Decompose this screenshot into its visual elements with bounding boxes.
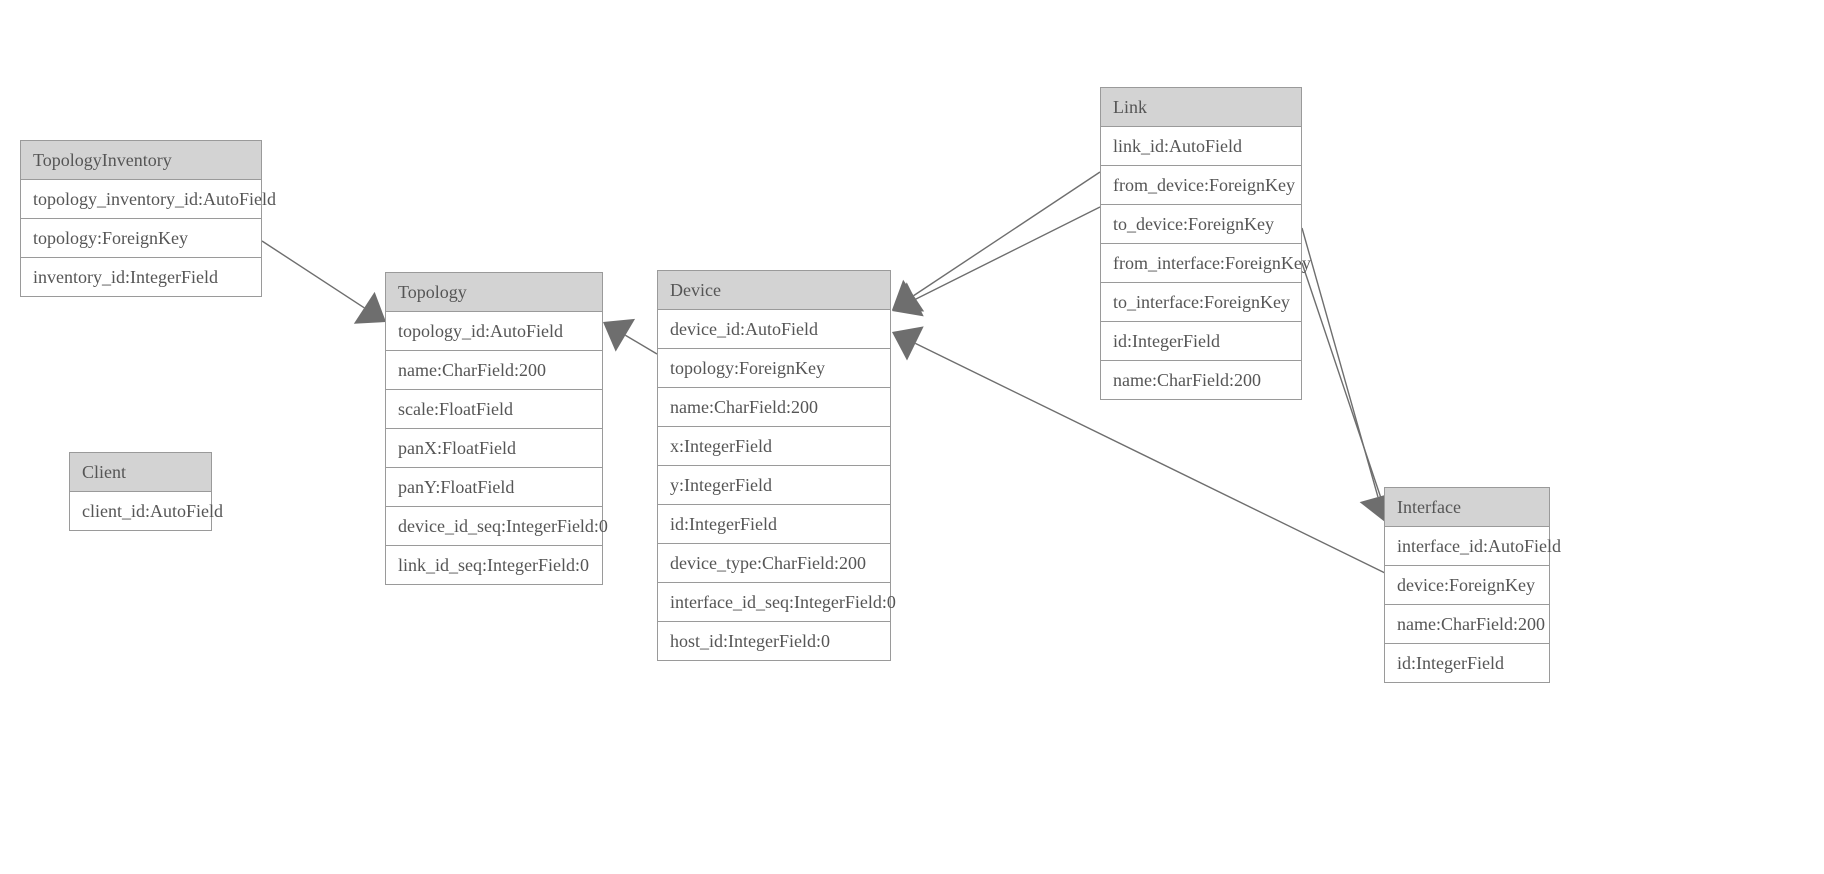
entity-title-topology: Topology: [386, 273, 602, 312]
field-row: from_device:ForeignKey: [1101, 166, 1301, 205]
field-row: id:IntegerField: [658, 505, 890, 544]
field-row: topology:ForeignKey: [658, 349, 890, 388]
field-row: device_id:AutoField: [658, 310, 890, 349]
field-row: name:CharField:200: [1101, 361, 1301, 399]
relationship-arrowhead: [603, 318, 636, 352]
field-row: link_id_seq:IntegerField:0: [386, 546, 602, 584]
relationship-link-to-device: [892, 206, 1101, 317]
entity-title-interface: Interface: [1385, 488, 1549, 527]
entity-title-device: Device: [658, 271, 890, 310]
field-row: name:CharField:200: [658, 388, 890, 427]
entity-title-client: Client: [70, 453, 211, 492]
relationship-arrowhead: [892, 279, 925, 312]
relationship-line: [261, 240, 365, 309]
relationship-line: [913, 171, 1101, 297]
field-row: topology_inventory_id:AutoField: [21, 180, 276, 219]
field-row: to_interface:ForeignKey: [1101, 283, 1301, 322]
field-row: scale:FloatField: [386, 390, 602, 429]
field-row: name:CharField:200: [1385, 605, 1549, 644]
relationship-line: [1301, 227, 1379, 498]
field-row: interface_id:AutoField: [1385, 527, 1561, 566]
relationship-line: [625, 334, 658, 355]
entity-fields-client: client_id:AutoField: [70, 492, 223, 530]
field-row: topology_id:AutoField: [386, 312, 602, 351]
entity-title-topologyinventory: TopologyInventory: [21, 141, 261, 180]
field-row: topology:ForeignKey: [21, 219, 261, 258]
field-row: from_interface:ForeignKey: [1101, 244, 1311, 283]
field-row: interface_id_seq:IntegerField:0: [658, 583, 896, 622]
relationship-device-topology: [603, 318, 658, 355]
field-row: device_type:CharField:200: [658, 544, 890, 583]
field-row: id:IntegerField: [1101, 322, 1301, 361]
field-row: panY:FloatField: [386, 468, 602, 507]
field-row: y:IntegerField: [658, 466, 890, 505]
field-row: name:CharField:200: [386, 351, 602, 390]
field-row: device:ForeignKey: [1385, 566, 1549, 605]
entity-title-link: Link: [1101, 88, 1301, 127]
field-row: panX:FloatField: [386, 429, 602, 468]
field-row: to_device:ForeignKey: [1101, 205, 1301, 244]
relationship-arrowhead: [892, 282, 924, 317]
relationship-arrowhead: [353, 291, 386, 324]
field-row: link_id:AutoField: [1101, 127, 1301, 166]
relationship-topologyinventory-topology: [261, 240, 386, 324]
relationship-link-to-interface: [1301, 262, 1399, 522]
relationship-arrowhead: [892, 326, 924, 361]
field-row: host_id:IntegerField:0: [658, 622, 890, 660]
field-row: id:IntegerField: [1385, 644, 1549, 682]
field-row: x:IntegerField: [658, 427, 890, 466]
relationship-link-from-device: [892, 171, 1101, 312]
relationship-link-from-interface: [1301, 227, 1397, 522]
relationship-line: [914, 206, 1101, 300]
field-row: device_id_seq:IntegerField:0: [386, 507, 608, 546]
field-row: inventory_id:IntegerField: [21, 258, 261, 296]
field-row: client_id:AutoField: [70, 492, 223, 530]
relationship-line: [1301, 262, 1382, 498]
